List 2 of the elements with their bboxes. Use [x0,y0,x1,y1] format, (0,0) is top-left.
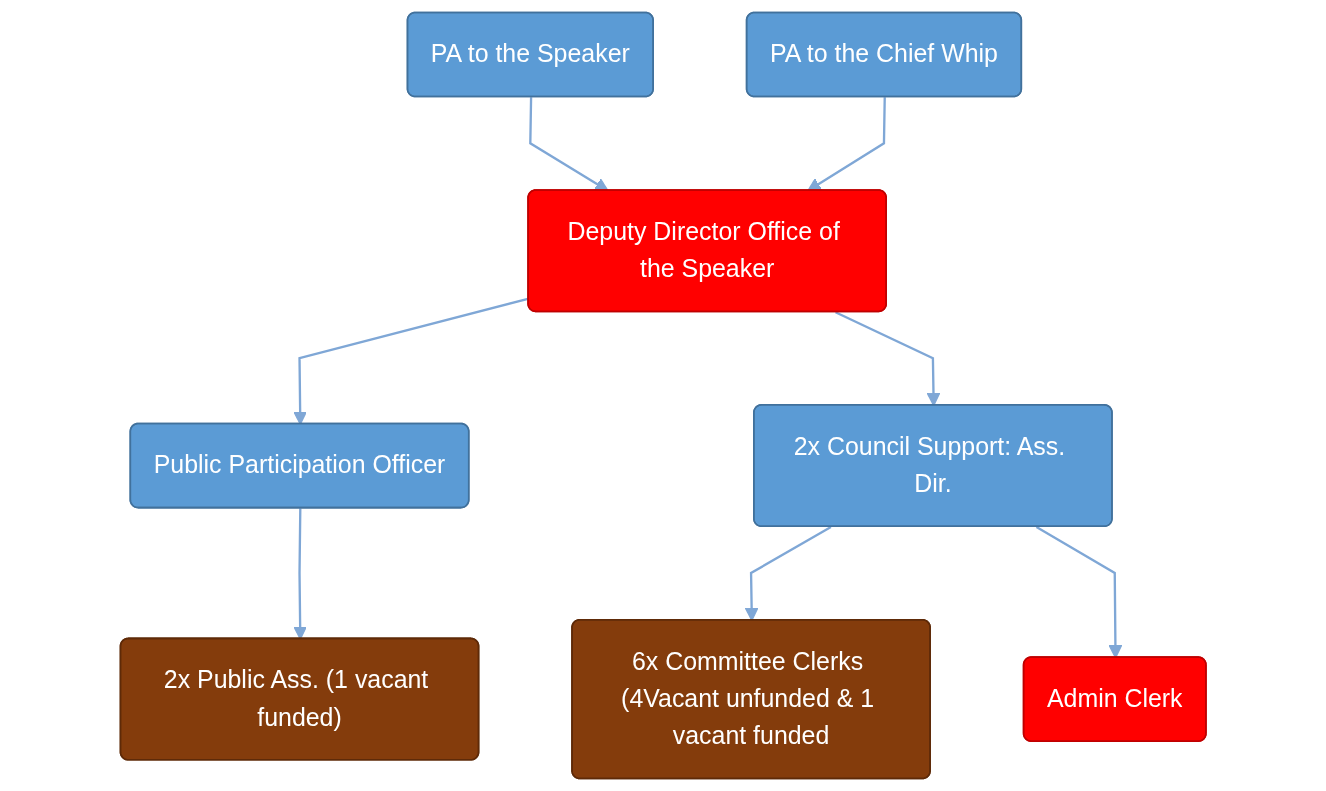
arrow [293,508,307,640]
arrow [1035,526,1123,659]
